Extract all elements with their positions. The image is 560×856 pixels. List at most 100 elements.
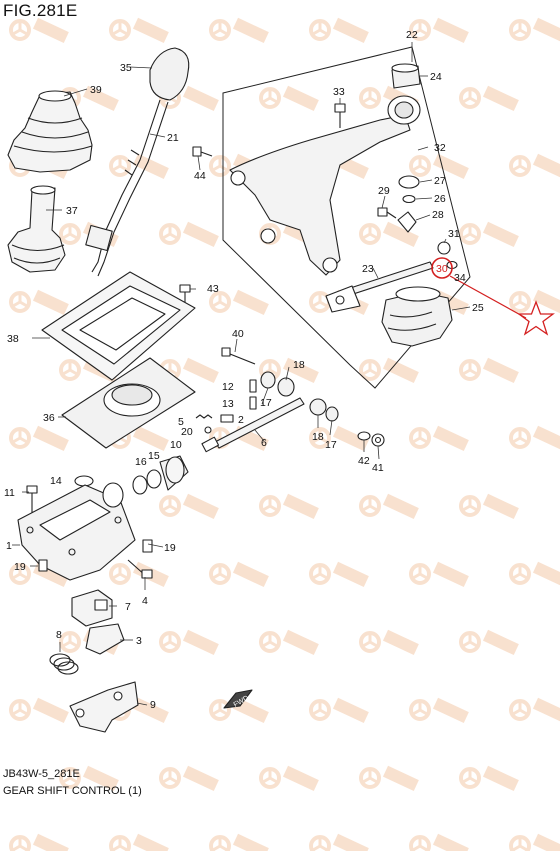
watermark-logo <box>359 357 419 384</box>
watermark-logo <box>9 833 69 856</box>
callout-19a: 19 <box>164 542 176 554</box>
part-40-pin <box>221 347 256 365</box>
part-10-15-16 <box>132 455 189 495</box>
part-21-shift-lever <box>85 99 169 277</box>
callout-14: 14 <box>50 475 62 487</box>
part-23-rod <box>325 261 434 313</box>
callout-24: 24 <box>430 71 442 83</box>
watermark-logo <box>159 629 219 656</box>
highlight-30 <box>431 257 555 336</box>
part-38-plate <box>41 271 196 381</box>
watermark-logo <box>459 221 519 248</box>
watermark-logo <box>259 493 319 520</box>
part-19-pin-a <box>142 539 153 553</box>
callout-1: 1 <box>6 540 12 552</box>
callout-3: 3 <box>136 635 142 647</box>
callout-25: 25 <box>472 302 484 314</box>
callout-44: 44 <box>194 170 206 182</box>
figure-title: FIG.281E <box>3 1 78 20</box>
callout-20: 20 <box>181 426 193 438</box>
watermark-logo <box>309 561 369 588</box>
star-icon <box>517 300 555 336</box>
part-9-bracket <box>69 681 139 733</box>
callout-5: 5 <box>178 416 184 428</box>
watermark-logo <box>259 85 319 112</box>
watermark-logo <box>509 833 560 856</box>
callout-8: 8 <box>56 629 62 641</box>
callout-23: 23 <box>362 263 374 275</box>
part-8-spring <box>49 653 79 675</box>
watermark-logo <box>409 425 469 452</box>
watermark-logo <box>159 765 219 792</box>
watermark-logo <box>209 561 269 588</box>
fwd-arrow-icon <box>223 689 253 709</box>
callout-35: 35 <box>120 62 132 74</box>
watermark-logo <box>309 697 369 724</box>
watermark-logo <box>459 493 519 520</box>
watermark-logo <box>9 17 69 44</box>
callout-11: 11 <box>4 487 15 499</box>
part-35-knob <box>149 47 190 101</box>
callout-17b: 17 <box>325 439 337 451</box>
callout-2: 2 <box>238 414 244 426</box>
part-44-bolt <box>192 146 213 157</box>
watermark-logo <box>309 17 369 44</box>
callout-6: 6 <box>261 437 267 449</box>
watermark-logo <box>259 765 319 792</box>
watermark-logo <box>309 425 369 452</box>
callout-43: 43 <box>207 283 219 295</box>
part-1-housing <box>17 482 136 581</box>
callout-39: 39 <box>90 84 102 96</box>
watermark-logo <box>359 221 419 248</box>
callout-29: 29 <box>378 185 390 197</box>
watermark-logo <box>9 425 69 452</box>
callout-21: 21 <box>167 132 179 144</box>
part-28-link <box>397 211 417 233</box>
watermark-logo <box>109 153 169 180</box>
part-37-boot <box>7 185 66 273</box>
part-7-block <box>71 589 113 627</box>
callout-33: 33 <box>333 86 345 98</box>
part-39-boot <box>7 90 93 173</box>
part-25-boot <box>381 286 453 347</box>
watermark-logo <box>109 561 169 588</box>
callout-7: 7 <box>125 601 131 613</box>
callout-36: 36 <box>43 412 55 424</box>
watermark-logo <box>509 697 560 724</box>
callout-40: 40 <box>232 328 244 340</box>
callout-37: 37 <box>66 205 78 217</box>
callout-34: 34 <box>454 272 466 284</box>
callout-26: 26 <box>434 193 446 205</box>
callout-32: 32 <box>434 142 446 154</box>
callout-42: 42 <box>358 455 370 467</box>
callout-4: 4 <box>142 595 148 607</box>
part-3-bracket <box>85 623 125 655</box>
callout-19b: 19 <box>14 561 26 573</box>
watermark-logo <box>359 765 419 792</box>
part-6-shift-rod <box>201 397 305 453</box>
callout-17a: 17 <box>260 397 272 409</box>
callout-30: 30 <box>436 263 448 275</box>
part-24-bushing <box>391 63 421 89</box>
watermark-logo <box>309 833 369 856</box>
part-27-clip <box>398 175 420 189</box>
watermark-logo <box>459 357 519 384</box>
watermark-logo <box>409 153 469 180</box>
part-33-bolt <box>334 103 346 128</box>
watermark-logo <box>209 17 269 44</box>
watermark-logo <box>459 765 519 792</box>
watermark-logo <box>159 493 219 520</box>
callout-10: 10 <box>170 439 182 451</box>
watermark-logo <box>509 17 560 44</box>
watermark-logo <box>459 629 519 656</box>
watermark-logo <box>9 697 69 724</box>
part-26-washer <box>402 194 416 204</box>
callout-31: 31 <box>448 228 460 240</box>
callout-16: 16 <box>135 456 147 468</box>
callout-15: 15 <box>148 450 160 462</box>
part-29-bolt <box>377 207 397 219</box>
part-36-gasket <box>61 357 196 449</box>
callout-18b: 18 <box>312 431 324 443</box>
watermark-logo <box>209 833 269 856</box>
